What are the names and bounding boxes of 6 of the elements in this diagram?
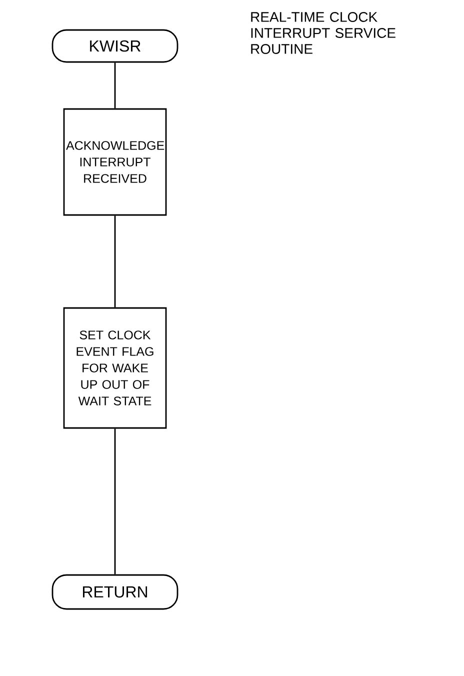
process-box: SET CLOCK EVENT FLAG FOR WAKE UP OUT OF WAIT STATE [63,307,167,429]
connector-line [114,62,116,108]
connector-line [114,428,116,574]
process-box: ACKNOWLEDGE INTERRUPT RECEIVED [63,108,167,216]
title: REAL-TIME CLOCK INTERRUPT SERVICE ROUTINE [251,12,396,54]
connector-line [114,216,116,308]
